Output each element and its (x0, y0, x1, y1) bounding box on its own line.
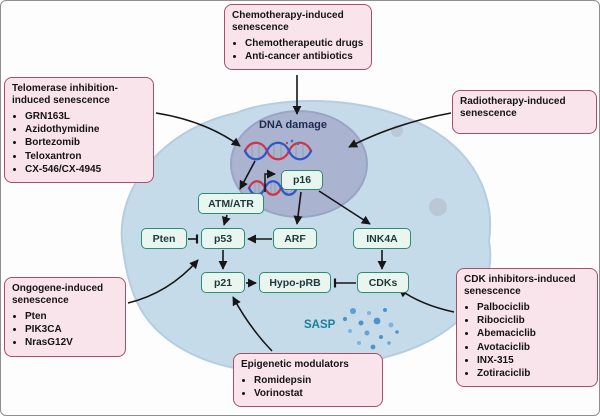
callout-telomerase-title: Telomerase inhibition-induced senescence (12, 83, 118, 106)
callout-cdk-inhibitors: CDK inhibitors-induced senescence Palboc… (456, 268, 598, 388)
arrow-telomerase-to-dna (155, 112, 241, 147)
bullet-item: NrasG12V (25, 336, 118, 349)
bullet-item: CX-546/CX-4945 (25, 163, 146, 176)
sasp-label: SASP (304, 319, 336, 331)
callout-radiotherapy: Radiotherapy-induced senescence (452, 90, 597, 134)
callout-chemotherapy-title: Chemotherapy-induced senescence (232, 10, 344, 33)
node-p16: p16 (281, 170, 323, 190)
callout-epigenetic: Epigenetic modulators RomidepsinVorinost… (233, 353, 383, 408)
node-ink4a: INK4A (353, 228, 411, 249)
callout-oncogene-title: Ongogene-induced senescence (12, 283, 104, 306)
node-p53: p53 (201, 228, 245, 249)
bullet-item: Avotaciclib (477, 341, 590, 354)
node-atm-atr: ATM/ATR (198, 193, 264, 214)
bullet-item: GRN163L (25, 110, 146, 123)
pathway-arrows (188, 160, 387, 288)
arrow-dna-to-atm (239, 160, 256, 190)
callout-epigenetic-list: RomidepsinVorinostat (241, 374, 375, 400)
callout-epigenetic-title: Epigenetic modulators (241, 359, 349, 370)
bullet-item: Ribociclib (477, 314, 590, 327)
promoter-arrow (264, 169, 276, 192)
arrow-radiotherapy-to-dna (348, 112, 452, 148)
arrow-epigenetic-to-p21 (232, 296, 273, 352)
bullet-item: Anti-cancer antibiotics (245, 50, 364, 63)
bullet-item: INX-315 (477, 354, 590, 367)
node-hypo-prb: Hypo-pRB (259, 272, 331, 293)
node-p21: p21 (201, 272, 245, 293)
organelle (429, 198, 447, 216)
bullet-item: Vorinostat (254, 387, 375, 400)
bullet-item: Abemaciclib (477, 327, 590, 340)
callout-cdk-inhibitors-list: PalbociclibRibociclibAbemaciclibAvotacic… (464, 301, 590, 380)
bullet-item: Pten (25, 310, 118, 323)
arrow-oncogene-to-p53 (127, 259, 199, 304)
node-pten: Pten (141, 228, 187, 249)
dna-helix-damaged (243, 139, 313, 161)
callout-chemotherapy: Chemotherapy-induced senescence Chemothe… (224, 4, 372, 71)
callout-radiotherapy-title: Radiotherapy-induced senescence (460, 96, 566, 119)
node-cdks: CDKs (357, 272, 409, 293)
bullet-item: Chemotherapeutic drugs (245, 37, 364, 50)
callout-oncogene: Ongogene-induced senescence PtenPIK3CANr… (4, 277, 126, 357)
callout-cdk-inhibitors-title: CDK inhibitors-induced senescence (464, 274, 576, 297)
callout-oncogene-list: PtenPIK3CANrasG12V (12, 310, 118, 350)
bullet-item: Palbociclib (477, 301, 590, 314)
callout-telomerase: Telomerase inhibition-induced senescence… (4, 77, 154, 183)
bullet-item: Azidothymidine (25, 123, 146, 136)
arrow-atm-to-p53 (222, 214, 231, 226)
bullet-item: Zotiraciclib (477, 367, 590, 380)
arrow-p16-to-arf (293, 191, 303, 225)
bullet-item: Bortezomib (25, 136, 146, 149)
callout-telomerase-list: GRN163LAzidothymidineBortezomibTeloxantr… (12, 110, 146, 176)
bullet-item: Teloxantron (25, 150, 146, 163)
sasp-dots (342, 308, 399, 350)
node-arf: ARF (273, 228, 317, 249)
bullet-item: PIK3CA (25, 323, 118, 336)
bullet-item: Romidepsin (254, 374, 375, 387)
arrow-p16-to-ink4a (318, 190, 371, 225)
callout-chemotherapy-list: Chemotherapeutic drugsAnti-cancer antibi… (232, 37, 364, 63)
dna-damage-label: DNA damage (258, 119, 328, 131)
